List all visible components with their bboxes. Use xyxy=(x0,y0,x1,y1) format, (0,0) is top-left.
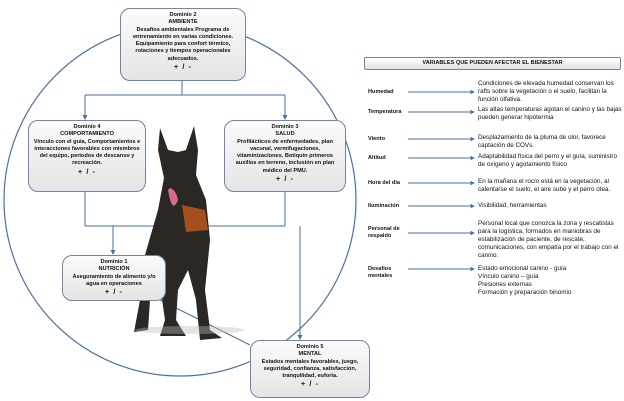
variable-arrows xyxy=(408,89,475,272)
variable-text: En la mañana el rocío está en la vegetac… xyxy=(478,178,611,193)
variable-label: Desafíos mentales xyxy=(368,266,393,279)
domain-text: Aseguramiento de alimento y/o agua en op… xyxy=(72,273,156,287)
variable-text: Condiciones de elevada humedad conservan… xyxy=(478,80,614,103)
domain-3-box: Dominio 3 SALUD Profilácticos de enferme… xyxy=(224,120,346,192)
variable-text: Las altas temperaturas agotan el canino … xyxy=(478,106,622,121)
domain-1-box: Dominio 1 NUTRICIÓN Aseguramiento de ali… xyxy=(62,255,166,301)
variable-text: Desplazamiento de la pluma de olor, favo… xyxy=(478,134,606,149)
domain-text: Vínculo con el guía, Comportamientos e i… xyxy=(33,138,141,167)
domain-title: Dominio 1 xyxy=(100,259,128,265)
variable-label: Personal de respaldo xyxy=(368,226,400,239)
domain-name: NUTRICIÓN xyxy=(98,266,130,273)
domain-5-box: Dominio 5 MENTAL Estados mentales favora… xyxy=(250,340,370,398)
domain-2-box: Dominio 2 AMBIENTE Desafíos ambientales … xyxy=(120,8,246,81)
domain-name: COMPORTAMIENTO xyxy=(60,131,114,138)
variable-label: Humedad xyxy=(368,89,394,95)
variable-text: Visibilidad, herramientas xyxy=(478,202,547,209)
domain-scale: + / - xyxy=(173,62,193,72)
variable-label: Temperatura xyxy=(368,109,402,115)
variable-label: Viento xyxy=(368,136,385,142)
domain-scale: + / - xyxy=(275,174,295,184)
variable-label: Altitud xyxy=(368,155,386,161)
domain-4-box: Dominio 4 COMPORTAMIENTO Vínculo con el … xyxy=(28,120,146,192)
domain-title: Dominio 4 xyxy=(73,124,101,130)
domain-title: Dominio 5 xyxy=(296,344,324,350)
domain-scale: + / - xyxy=(300,379,320,389)
domain-name: AMBIENTE xyxy=(168,19,198,26)
variable-text: Adaptabilidad física del perro y el guía… xyxy=(478,153,617,168)
domain-text: Profilácticos de enfermedades, plan vacu… xyxy=(235,138,335,174)
variable-text: Estado emocional canino - guía Vínculo c… xyxy=(478,265,572,296)
domain-scale: + / - xyxy=(77,166,97,176)
domain-title: Dominio 2 xyxy=(169,12,197,18)
domain-title: Dominio 3 xyxy=(271,124,299,130)
domain-text: Desafíos ambientales Programa de entrena… xyxy=(132,26,234,62)
domain-scale: + / - xyxy=(104,287,124,297)
domain-name: MENTAL xyxy=(298,351,322,358)
variable-label: Hora del día xyxy=(368,180,401,186)
domain-text: Estados mentales favorables, juego, segu… xyxy=(261,358,359,380)
variable-text: Personal local que conozca la zona y res… xyxy=(478,220,619,259)
variable-label: Iluminación xyxy=(368,203,400,209)
variables-header: VARIABLES QUE PUEDEN AFECTAR EL BIENESTA… xyxy=(364,57,621,70)
domain-name: SALUD xyxy=(275,131,295,138)
